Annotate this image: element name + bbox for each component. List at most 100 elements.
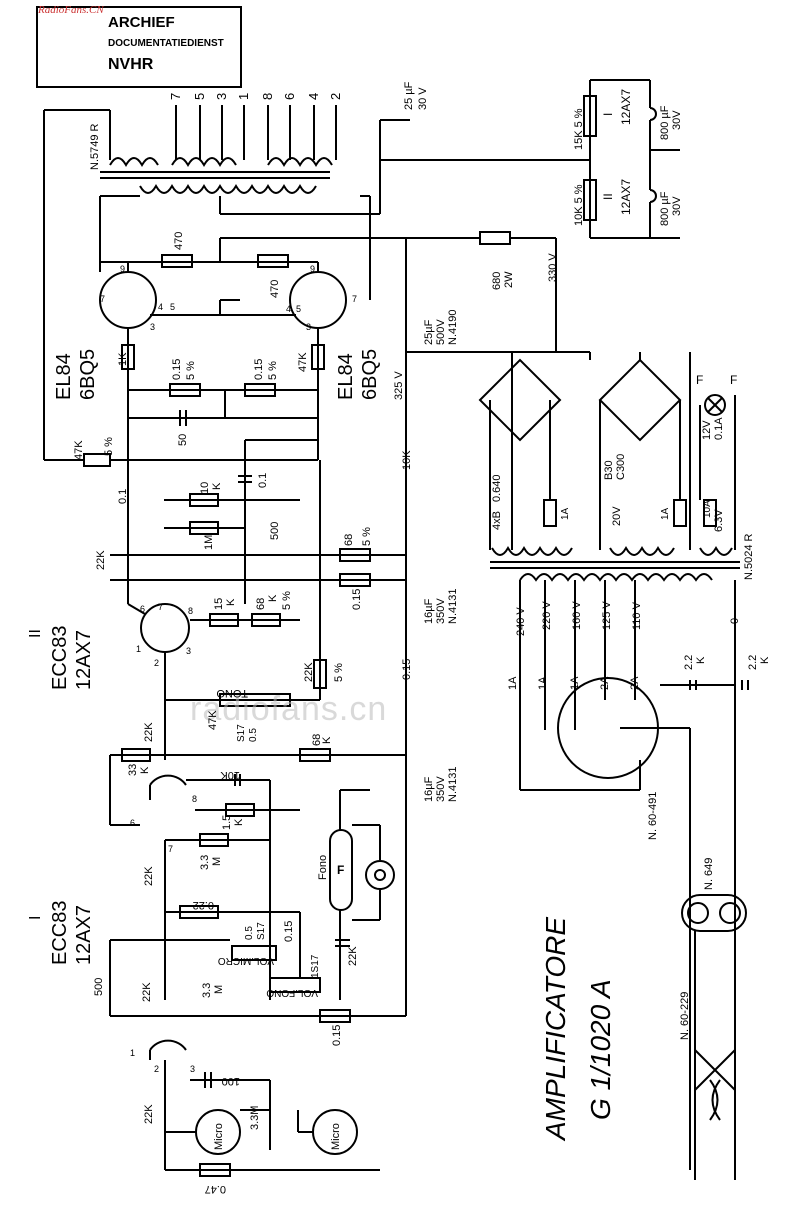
resistor-label: 0.15	[351, 589, 363, 610]
resistor-label: 0.5	[244, 926, 255, 940]
ot-tap-5: 8	[260, 93, 275, 100]
tube-driver-alt: 12AX7	[73, 630, 95, 690]
selector-current: 2A	[629, 676, 641, 690]
capacitor-label: N.4131	[447, 589, 459, 624]
capacitor-label: 16µF	[423, 776, 435, 802]
pin-label: 9	[120, 264, 125, 274]
resistor-label: 1S17	[310, 954, 321, 978]
ot-tap-7: 4	[306, 93, 321, 100]
capacitor-label: N.4190	[447, 310, 459, 345]
pin-label: 7	[168, 844, 173, 854]
lamp-current: 0.1A	[713, 417, 725, 440]
stamp-line-1: ARCHIEF	[108, 14, 175, 31]
tube-input-alt: 12AX7	[73, 905, 95, 965]
tube-el84-right-alt: 6BQ5	[359, 349, 381, 400]
pin-label: 6	[130, 818, 135, 828]
ot-tap-3: 3	[214, 93, 229, 100]
resistor-label: 0.15	[283, 921, 295, 942]
resistor-label: 470	[173, 232, 185, 250]
pin-label: 6	[140, 604, 145, 614]
resistor-label: K	[233, 818, 245, 826]
capacitor-label: 0.1	[117, 489, 129, 504]
tube-el84-left-alt: 6BQ5	[77, 349, 99, 400]
heater-output: F	[696, 373, 703, 387]
pin-label: 4	[286, 304, 291, 314]
voltage-label: 325 V	[393, 371, 405, 400]
watermark-middle: radiofans.cn	[190, 690, 388, 728]
capacitor-label: 30 V	[417, 87, 429, 110]
watermark-top: RadioFans.CN	[38, 4, 104, 16]
capacitor-label: 350V	[435, 598, 447, 624]
resistor-label: 0.15	[331, 1025, 343, 1046]
tube-input-roman: I	[27, 916, 44, 920]
pin-label: 2	[154, 1064, 159, 1074]
selector-current: 2A	[599, 676, 611, 690]
resistor-label: 5 %	[361, 527, 373, 546]
pin-label: 4	[158, 302, 163, 312]
resistor-label: 680	[491, 272, 503, 290]
input-micro-2-label: Micro	[330, 1123, 342, 1150]
resistor-label: 5 %	[103, 437, 115, 456]
capacitor-label: 50	[177, 434, 189, 446]
capacitor-label: K	[695, 656, 707, 664]
tube-el84-left-type: EL84	[53, 353, 75, 400]
resistor-label: VOL.MICRO	[218, 955, 274, 966]
resistor-label: 10	[199, 482, 211, 494]
pin-label: 3	[190, 1064, 195, 1074]
resistor-label: 3.3	[201, 983, 213, 998]
capacitor-label: N.4131	[447, 767, 459, 802]
resistor-label: 0.15	[401, 659, 413, 680]
capacitor-label: 16µF	[423, 598, 435, 624]
fuse-label: 1A	[560, 507, 571, 520]
pin-label: 7	[100, 294, 105, 304]
resistor-label: K	[267, 594, 279, 602]
resistor-label: 5 %	[185, 361, 197, 380]
tube-el84-right-type: EL84	[335, 353, 357, 400]
archive-stamp: ARCHIEF DOCUMENTATIEDIENST NVHR	[36, 6, 242, 88]
rectifier-spec: 0.640	[491, 474, 503, 502]
resistor-label: 0.22	[193, 899, 214, 911]
input-micro-1-label: Micro	[213, 1123, 225, 1150]
selector-current: 1A	[507, 676, 519, 690]
output-transformer-id: N.5749 R	[89, 123, 101, 170]
ot-tap-4: 1	[236, 93, 251, 100]
capacitor-label: 500	[269, 522, 281, 540]
resistor-label: 68	[311, 734, 323, 746]
pin-label: 8	[188, 606, 193, 616]
input-fono-label: Fono	[317, 855, 329, 880]
tube-driver-roman: II	[27, 629, 44, 638]
pin-label: 8	[192, 794, 197, 804]
capacitor-label: 800 µF	[659, 105, 671, 140]
mains-tap: 125 V	[601, 601, 613, 630]
resistor-label: K	[225, 598, 237, 606]
resistor-label: 1M	[203, 535, 215, 550]
title-line-1: AMPLIFICATORE	[540, 917, 571, 1142]
resistor-label: 33	[127, 764, 139, 776]
pin-label: 3	[150, 322, 155, 332]
resistor-label: 15K 5 %	[573, 108, 585, 150]
ot-tap-2: 5	[192, 93, 207, 100]
resistor-label: M	[211, 857, 223, 866]
resistor-label: M	[213, 985, 225, 994]
resistor-label: S17	[236, 724, 247, 742]
resistor-label: 2W	[503, 271, 515, 288]
lamp-voltage: 12V	[701, 420, 713, 440]
resistor-label: 47K	[207, 710, 219, 730]
resistor-label: 5 %	[267, 361, 279, 380]
selector-current: 1A	[537, 676, 549, 690]
mains-tap: 0	[729, 618, 741, 624]
resistor-label: 10K	[401, 450, 413, 470]
resistor-label: 47K	[297, 352, 309, 372]
heater-tube-2-roman: II	[601, 193, 615, 200]
title-line-2: G 1/1020 A	[585, 979, 616, 1120]
capacitor-label: 500V	[435, 319, 447, 345]
pin-label: 2	[154, 658, 159, 668]
voltage-label: 330 V	[547, 253, 559, 282]
pin-label: 5	[170, 302, 175, 312]
tube-input-type: ECC83	[49, 901, 71, 965]
resistor-label: 47K	[73, 440, 85, 460]
heater-tube-1-roman: I	[601, 113, 615, 116]
ot-tap-1: 7	[168, 93, 183, 100]
resistor-label: 68	[255, 598, 267, 610]
